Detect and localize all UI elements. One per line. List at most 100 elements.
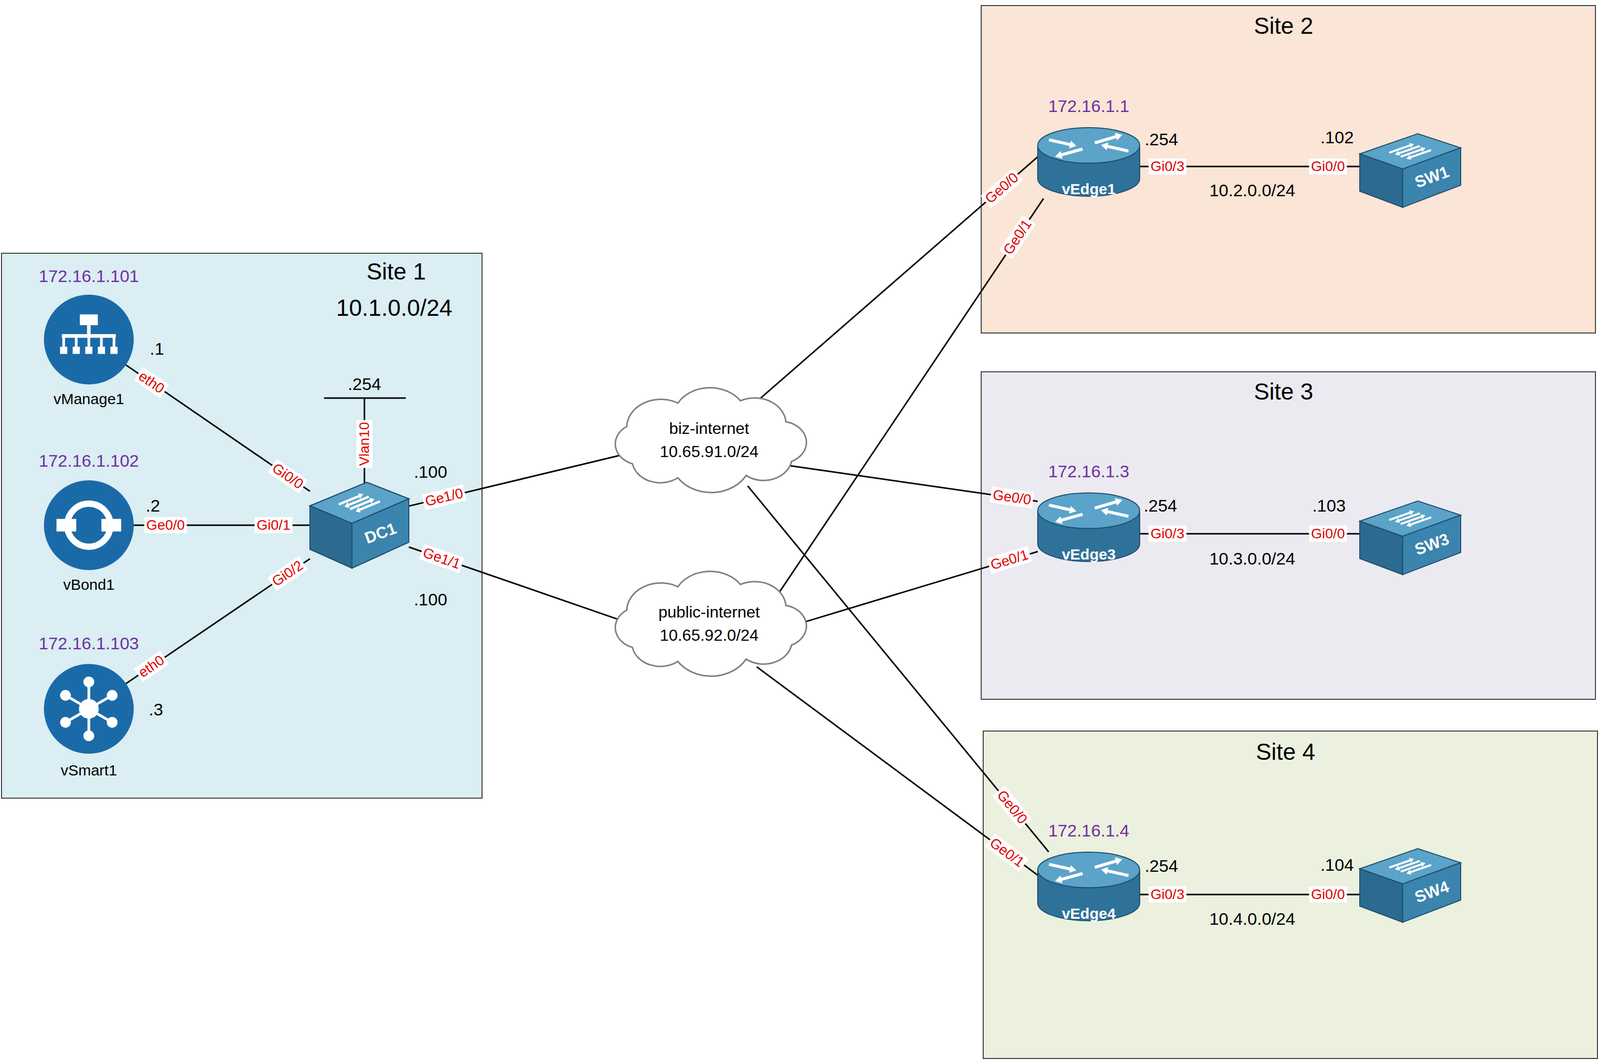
graphic-part [344, 502, 350, 508]
text-slot: .104 [1320, 855, 1354, 876]
graphic-part [60, 690, 71, 702]
text-slot: Gi0/0 [267, 459, 308, 495]
graphic-part [60, 346, 68, 354]
graphic-part [1061, 873, 1083, 880]
graphic-part [1359, 153, 1403, 208]
text-slot: Site 2 [1253, 12, 1314, 40]
router-icon: 172.16.1.4vEdge4 [1037, 852, 1140, 924]
graphic-part [1410, 865, 1432, 873]
graphic-part [85, 346, 93, 354]
cloud-label: 10.65.91.0/24 [659, 442, 759, 462]
text-slot: Ge0/1 [998, 215, 1037, 260]
host-address: .1 [149, 339, 165, 359]
host-address: .100 [413, 462, 448, 483]
graphic-part [1107, 871, 1129, 876]
graphic-part [1094, 861, 1116, 868]
graphic-part [101, 519, 122, 532]
graphic-part [1054, 875, 1063, 884]
graphic-part [1410, 149, 1432, 157]
text-slot: Site 4 [1255, 738, 1316, 766]
text-slot: Ge0/1 [985, 833, 1030, 873]
text-slot: vManage1 [53, 390, 125, 409]
site-title: Site 2 [1253, 12, 1314, 40]
controller-symbol [43, 294, 134, 385]
ip-address: 172.16.1.3 [1048, 461, 1130, 482]
graphic-part [43, 480, 134, 571]
graphic-part [1094, 136, 1116, 143]
graphic-part [359, 501, 381, 510]
interface-label: Ge0/1 [998, 215, 1037, 260]
graphic-part [1107, 146, 1129, 151]
graphic-part [1100, 142, 1109, 150]
graphic-part [1406, 522, 1412, 528]
host-address: .100 [413, 590, 448, 610]
graphic-part [107, 690, 118, 702]
text-slot: Ge0/0 [992, 785, 1032, 830]
controller-icon: 172.16.1.101vManage1 [43, 294, 134, 385]
device-name: vEdge3 [1061, 546, 1116, 564]
text-slot: 10.65.92.0/24 [659, 626, 759, 646]
graphic-part [1069, 865, 1077, 873]
site-area: Site 2172.16.1.1vEdge1SW1 [980, 5, 1596, 334]
controller-icon: 172.16.1.102vBond1 [43, 480, 134, 571]
text-slot: 10.3.0.0/24 [1209, 549, 1296, 569]
text-slot: Vlan10 [356, 419, 373, 468]
text-slot: Site 1 [366, 258, 426, 286]
graphic-part [1037, 493, 1140, 529]
device-name: vManage1 [53, 390, 125, 409]
text-slot: 172.16.1.102 [38, 451, 140, 471]
site-title: Site 3 [1253, 378, 1314, 406]
interface-label: Ge0/0 [989, 486, 1035, 509]
interface-label: Ge0/0 [992, 785, 1032, 830]
graphic-part [1420, 514, 1426, 520]
graphic-part [1054, 150, 1063, 159]
host-address: .254 [347, 374, 382, 395]
host-address: .102 [1320, 127, 1354, 148]
graphic-part [355, 507, 361, 513]
graphic-part [369, 498, 375, 504]
graphic-part [97, 346, 105, 354]
text-slot: 172.16.1.4 [1048, 821, 1130, 841]
ip-address: 172.16.1.101 [38, 266, 140, 287]
router-icon: 172.16.1.3vEdge3 [1037, 493, 1140, 565]
graphic-part [1100, 507, 1109, 516]
text-slot: Ge0/0 [980, 168, 1024, 209]
graphic-part [87, 336, 90, 347]
device-name: vEdge4 [1061, 905, 1116, 924]
interface-label: Gi0/3 [1148, 886, 1187, 903]
text-slot: biz-internet [669, 419, 750, 439]
interface-label: Ge0/1 [985, 833, 1030, 873]
graphic-part [1420, 146, 1426, 152]
cloud-label: public-internet [658, 603, 761, 622]
graphic-part [358, 493, 364, 499]
cloud-shape: biz-internet 10.65.91.0/24 [609, 384, 809, 497]
graphic-part [1069, 505, 1077, 514]
graphic-part [1069, 140, 1077, 148]
text-slot: Ge1/0 [421, 485, 467, 511]
text-slot: Ge0/0 [144, 517, 187, 534]
text-slot: .3 [148, 700, 164, 720]
text-slot: .100 [413, 590, 448, 610]
text-slot: .254 [1144, 129, 1179, 150]
text-slot: Gi0/0 [1309, 886, 1348, 903]
host-address: .104 [1320, 855, 1354, 876]
text-slot: Gi0/0 [1309, 525, 1348, 543]
text-slot: 172.16.1.103 [38, 633, 140, 654]
text-slot: eth0 [133, 651, 170, 683]
cloud-shape: public-internet 10.65.92.0/24 [609, 568, 809, 681]
ip-address: 172.16.1.102 [38, 451, 140, 471]
site-area: Site 110.1.0.0/24172.16.1.101vManage1172… [1, 252, 483, 799]
graphic-part [110, 346, 118, 354]
graphic-part [1395, 150, 1401, 156]
graphic-part [74, 336, 78, 347]
text-slot: public-internet [658, 603, 761, 622]
site-title: Site 4 [1255, 738, 1316, 766]
controller-symbol [43, 664, 134, 755]
text-slot: 172.16.1.3 [1048, 461, 1130, 482]
graphic-part [1406, 870, 1412, 876]
text-slot: 10.4.0.0/24 [1209, 909, 1296, 930]
graphic-part [43, 294, 134, 385]
controller-symbol [43, 480, 134, 571]
text-slot: Ge1/1 [418, 544, 465, 574]
graphic-part [309, 506, 352, 569]
